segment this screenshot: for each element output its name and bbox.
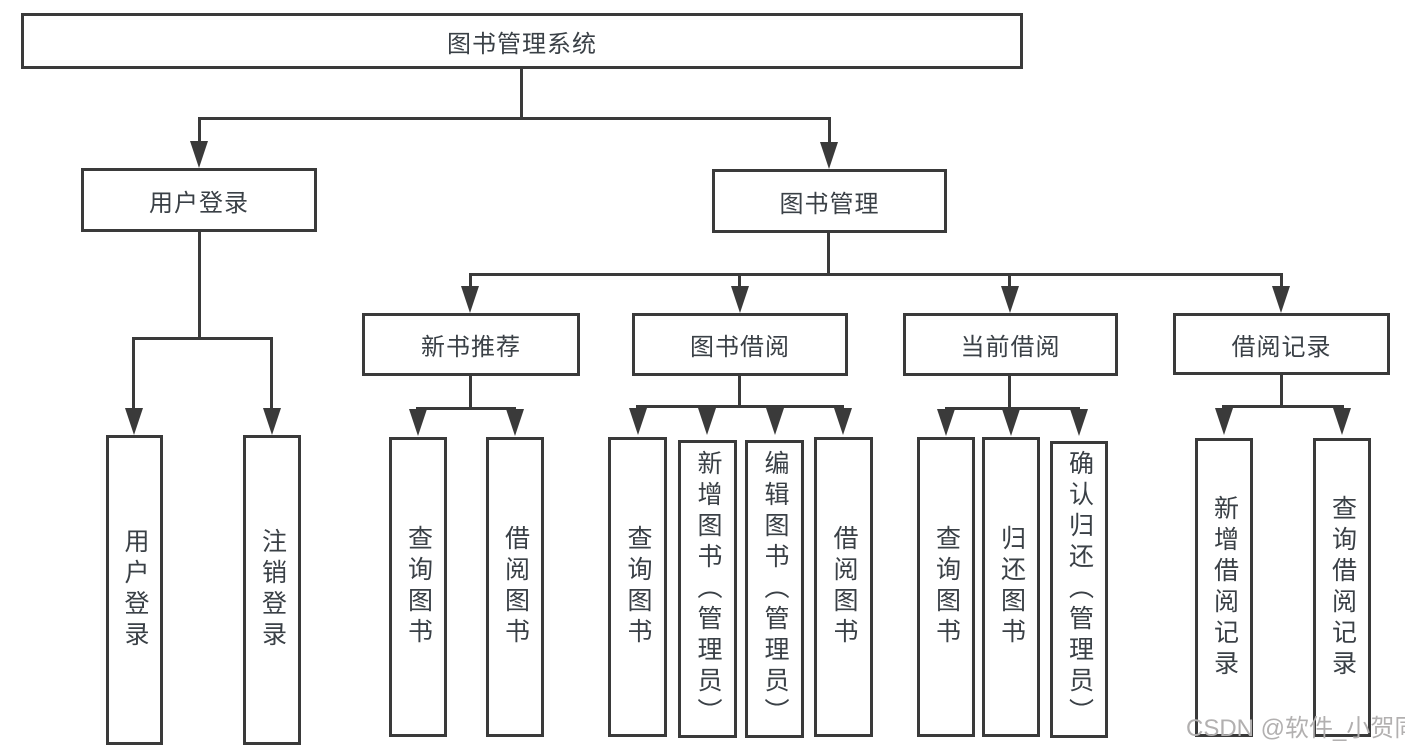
connector-drop-current-borrow [1008, 273, 1011, 286]
node-library-management-system: 图书管理系统 [21, 13, 1023, 69]
arrowhead-down-icon [461, 286, 479, 313]
arrowhead-down-icon [506, 409, 524, 436]
arrowhead-down-icon [731, 286, 749, 313]
node-borrow-books-leaf: 借阅图书 [814, 437, 873, 737]
arrowhead-down-icon [190, 141, 208, 168]
connector-drop-new-book-rec [469, 273, 472, 286]
node-borrow-books-recommend: 借阅图书 [486, 437, 544, 737]
arrowhead-down-icon [1333, 408, 1351, 435]
csdn-watermark: CSDN @软件_小贺同学 [1186, 715, 1405, 742]
node-query-books-recommend: 查询图书 [389, 437, 447, 737]
connector-drop-user-login-v [132, 337, 135, 408]
node-confirm-return-admin: 确认归还（管理员） [1050, 441, 1108, 738]
arrowhead-down-icon [629, 408, 647, 435]
arrowhead-down-icon [1272, 286, 1290, 313]
connector-level1-rail [198, 117, 831, 120]
arrowhead-down-icon [1001, 286, 1019, 313]
arrowhead-down-icon [1070, 409, 1088, 436]
node-label: 新增借阅记录 [1210, 494, 1239, 681]
arrowhead-down-icon [1002, 409, 1020, 436]
node-label: 图书借阅 [690, 334, 790, 361]
arrowhead-down-icon [125, 408, 143, 435]
node-label: 用户登录 [121, 528, 149, 652]
connector-drop-book-mgmt [828, 117, 831, 142]
node-label: 归还图书 [997, 525, 1026, 649]
node-label: 用户登录 [149, 189, 249, 217]
node-label: 借阅图书 [830, 525, 858, 649]
connector-level2-rail [469, 273, 1283, 276]
node-label: 新书推荐 [421, 334, 521, 361]
node-query-borrow-record: 查询借阅记录 [1313, 438, 1371, 737]
node-label: 编辑图书（管理员） [761, 449, 789, 729]
node-query-books-borrow: 查询图书 [608, 437, 667, 737]
node-label: 查询图书 [624, 525, 652, 649]
connector-current-borrow-rail [945, 407, 1080, 410]
connector-new-book-rec-rail [416, 407, 516, 410]
node-label: 借阅图书 [501, 525, 530, 649]
arrowhead-down-icon [937, 409, 955, 436]
node-label: 查询借阅记录 [1328, 494, 1357, 681]
connector-book-borrow-rail [636, 405, 844, 408]
node-edit-books-admin: 编辑图书（管理员） [745, 440, 804, 738]
node-label: 确认归还（管理员） [1065, 450, 1094, 729]
node-logout: 注销登录 [243, 435, 301, 745]
connector-borrow-records-stub [1280, 375, 1283, 405]
node-add-borrow-record: 新增借阅记录 [1195, 438, 1253, 737]
connector-book-mgmt-stub [827, 233, 830, 273]
node-borrowing-records: 借阅记录 [1173, 313, 1390, 375]
connector-root-stub [520, 69, 523, 117]
arrowhead-down-icon [766, 408, 784, 435]
arrowhead-down-icon [263, 408, 281, 435]
node-user-login: 用户登录 [81, 168, 317, 232]
node-add-books-admin: 新增图书（管理员） [678, 440, 737, 738]
connector-user-login-rail [132, 337, 273, 340]
node-label: 新增图书（管理员） [694, 449, 722, 729]
arrowhead-down-icon [698, 408, 716, 435]
connector-user-login-stub [198, 232, 201, 337]
node-label: 借阅记录 [1231, 333, 1332, 361]
node-current-borrowing: 当前借阅 [903, 313, 1118, 376]
node-book-borrowing: 图书借阅 [632, 313, 848, 376]
node-query-books-current: 查询图书 [917, 437, 975, 737]
arrowhead-down-icon [834, 408, 852, 435]
node-label: 图书管理系统 [447, 30, 597, 58]
connector-book-borrow-stub [738, 376, 741, 405]
node-label: 注销登录 [258, 528, 287, 652]
connector-drop-borrow-records [1280, 273, 1283, 286]
node-label: 图书管理 [779, 190, 880, 218]
node-book-management: 图书管理 [712, 169, 947, 233]
connector-drop-user-login [198, 117, 201, 142]
node-new-book-recommend: 新书推荐 [362, 313, 580, 376]
connector-new-book-rec-stub [469, 376, 472, 407]
arrowhead-down-icon [820, 142, 838, 169]
node-label: 查询图书 [932, 525, 961, 649]
node-label: 查询图书 [404, 525, 433, 649]
connector-borrow-records-rail [1222, 405, 1344, 408]
node-return-books: 归还图书 [982, 437, 1040, 737]
node-user-login-leaf: 用户登录 [106, 435, 163, 745]
connector-drop-book-borrow [738, 273, 741, 286]
connector-current-borrow-stub [1008, 376, 1011, 407]
node-label: 当前借阅 [960, 334, 1061, 361]
arrowhead-down-icon [1215, 408, 1233, 435]
connector-drop-logout [270, 337, 273, 408]
arrowhead-down-icon [409, 409, 427, 436]
